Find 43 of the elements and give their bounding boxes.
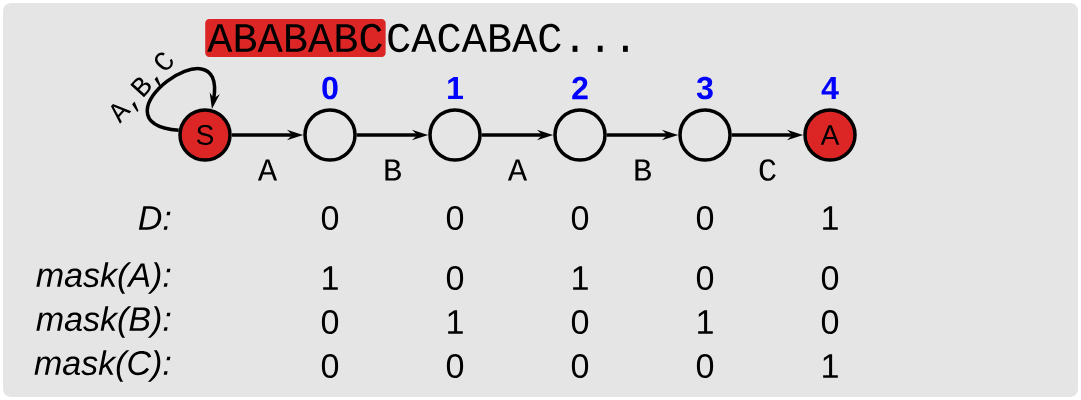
edge-label: C [756, 158, 779, 182]
table-value: 0 [571, 205, 589, 231]
table-value: 0 [321, 309, 339, 335]
state-circle [678, 108, 732, 162]
table-value: 0 [696, 205, 714, 231]
state-number: 2 [572, 76, 588, 100]
edge-label: A [256, 158, 279, 182]
table-value: 1 [823, 206, 838, 230]
edge-label: B [381, 158, 404, 182]
table-value: 1 [698, 310, 713, 334]
table-value: 0 [571, 309, 589, 335]
table-value: 1 [323, 266, 338, 290]
table-value: 1 [573, 266, 588, 290]
highlighted-text: ABABABC [205, 19, 386, 57]
start-state: S [178, 108, 232, 162]
accept-state: A [803, 108, 857, 162]
state-circle [428, 108, 482, 162]
table-value: 0 [696, 265, 714, 291]
row-label: mask(B): [36, 306, 171, 338]
table-value: 0 [321, 353, 339, 379]
table-value: 0 [446, 205, 464, 231]
row-label: D: [138, 206, 171, 230]
table-value: 0 [571, 353, 589, 379]
table-value: 0 [696, 353, 714, 379]
table-value: 0 [821, 309, 839, 335]
state-number: 3 [696, 76, 713, 100]
state-circle [303, 108, 357, 162]
table-value: 1 [448, 310, 463, 334]
arrow [145, 67, 220, 133]
row-label: mask(A): [36, 262, 171, 294]
table-value: 0 [446, 353, 464, 379]
edge-label: A [506, 158, 529, 182]
table-value: 0 [446, 265, 464, 291]
state-circle [553, 108, 607, 162]
row-label: mask(C): [34, 350, 171, 382]
state-number: 0 [322, 76, 338, 100]
state-number: 4 [821, 77, 839, 99]
table-value: 0 [821, 265, 839, 291]
state-number: 1 [448, 77, 463, 99]
edge-label: B [631, 158, 654, 182]
table-value: 0 [321, 205, 339, 231]
table-value: 1 [823, 354, 838, 378]
input-text: CACABAC... [388, 23, 628, 53]
